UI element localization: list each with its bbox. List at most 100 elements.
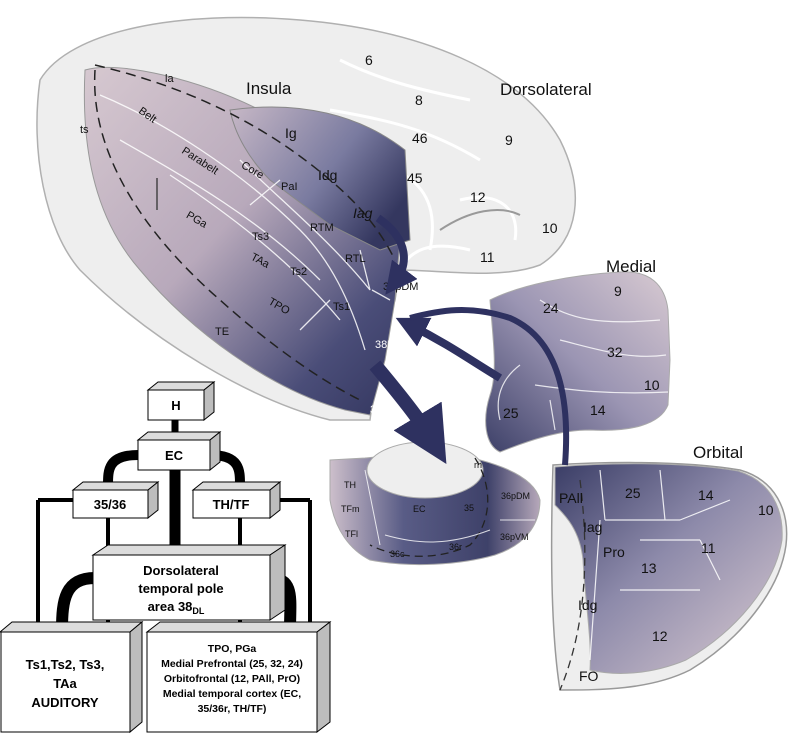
label-rtm: RTM xyxy=(310,222,334,234)
box-temporal-pole: Dorsolateral temporal pole area 38DL xyxy=(91,544,287,621)
arrow-orbital-to-pole xyxy=(409,307,570,466)
label-rtl: RTL xyxy=(345,253,366,265)
box-h-label: H xyxy=(171,398,180,413)
medial-temporal-boundaries xyxy=(364,469,535,546)
label-te: TE xyxy=(215,326,229,338)
medial-brain-view: Medial 9 24 32 10 25 14 xyxy=(485,257,671,453)
mt-label-36pvm: 36pVM xyxy=(500,532,529,542)
box-pole-line1: Dorsolateral xyxy=(143,563,219,578)
label-pai: PaI xyxy=(281,181,298,193)
label-36pdm-lateral: 36pDM xyxy=(383,281,418,293)
orbital-label-12: 12 xyxy=(652,628,668,644)
label-ts1: Ts1 xyxy=(333,301,350,313)
arrow-medial-to-pole xyxy=(395,317,503,382)
orbital-label-14: 14 xyxy=(698,487,714,503)
connection-arrows xyxy=(369,214,570,466)
label-area-9: 9 xyxy=(505,132,513,148)
superior-temporal-sulcus-dashed xyxy=(93,69,361,401)
box-pole-line3-main: area 38 xyxy=(148,599,193,614)
orbital-label-25: 25 xyxy=(625,485,641,501)
orbital-label-11: 11 xyxy=(701,540,716,556)
box-pole-line3-sub: DL xyxy=(192,606,204,616)
label-la: la xyxy=(165,73,174,85)
box-35-36-label: 35/36 xyxy=(94,497,127,512)
orbital-label-idg: Idg xyxy=(578,597,597,613)
orbital-region xyxy=(554,463,783,674)
label-iag: Iag xyxy=(353,205,373,221)
box-auditory-line2: TAa xyxy=(53,676,77,691)
mt-label-36r: 36r xyxy=(449,542,462,552)
box-35-36: 35/36 xyxy=(71,480,160,520)
medial-region xyxy=(485,271,671,453)
label-idg: Idg xyxy=(318,167,337,183)
medial-temporal-view: TH TFm TFl EC 35 rh 36pDM 36c 36r 36pVM xyxy=(329,441,541,566)
box-auditory-line1: Ts1,Ts2, Ts3, xyxy=(26,657,105,672)
lateral-brain-view: Insula Dorsolateral la ts Belt Parabelt … xyxy=(36,16,592,421)
arrow-pole-to-medial-temporal xyxy=(369,360,447,465)
box-cortical-line5: 35/36r, TH/TF) xyxy=(198,703,267,715)
lateral-sulcus-dashed xyxy=(94,64,396,261)
mt-label-36c: 36c xyxy=(390,549,405,559)
orbital-label-10: 10 xyxy=(758,502,774,518)
box-th-tf: TH/TF xyxy=(191,480,282,520)
medial-area-24: 24 xyxy=(543,300,559,316)
insula-title: Insula xyxy=(246,79,292,98)
orbital-label-pall: PAll xyxy=(559,490,583,506)
rhinal-sulcus-dashed xyxy=(369,457,489,557)
label-area-10: 10 xyxy=(542,220,558,236)
arrow-insula-to-pole xyxy=(375,214,418,295)
label-ig: Ig xyxy=(285,125,297,141)
box-ec: EC xyxy=(136,430,222,472)
orbital-brain-view: Orbital PAll 25 14 10 Iag Pro 11 13 Idg … xyxy=(550,443,788,691)
label-38vl: 38VL xyxy=(370,404,396,416)
label-ts3: Ts3 xyxy=(252,231,269,243)
mt-label-ec: EC xyxy=(413,504,426,514)
box-auditory-line3: AUDITORY xyxy=(31,695,99,710)
box-th-tf-label: TH/TF xyxy=(213,497,250,512)
box-ec-label: EC xyxy=(165,448,184,463)
orbital-label-fo: FO xyxy=(579,668,599,684)
box-cortical-line4: Medial temporal cortex (EC, xyxy=(163,688,301,700)
box-h: H xyxy=(146,380,216,422)
medial-area-9: 9 xyxy=(614,283,622,299)
label-area-12: 12 xyxy=(470,189,486,205)
orbital-title: Orbital xyxy=(693,443,743,462)
mt-label-tfm: TFm xyxy=(341,504,360,514)
box-pole-line3: area 38DL xyxy=(148,599,205,616)
label-area-45: 45 xyxy=(407,170,423,186)
box-cortical-connections: TPO, PGa Medial Prefrontal (25, 32, 24) … xyxy=(145,620,332,734)
label-area-11: 11 xyxy=(480,249,495,265)
medial-area-10: 10 xyxy=(644,377,660,393)
box-cortical-line2: Medial Prefrontal (25, 32, 24) xyxy=(161,658,303,670)
orbital-label-13: 13 xyxy=(641,560,657,576)
label-area-6: 6 xyxy=(365,52,373,68)
label-ts: ts xyxy=(80,124,89,136)
medial-boundaries xyxy=(497,299,669,431)
dorsolateral-title: Dorsolateral xyxy=(500,80,592,99)
box-cortical-line1: TPO, PGa xyxy=(208,643,257,655)
box-pole-line2: temporal pole xyxy=(138,581,223,596)
medial-title: Medial xyxy=(606,257,656,276)
mt-label-th: TH xyxy=(344,480,356,490)
label-area-8: 8 xyxy=(415,92,423,108)
box-auditory: Ts1,Ts2, Ts3, TAa AUDITORY xyxy=(0,620,144,734)
box-cortical-line3: Orbitofrontal (12, PAll, PrO) xyxy=(164,673,300,685)
mt-label-rh: rh xyxy=(474,460,482,470)
orbital-label-iag: Iag xyxy=(583,519,602,535)
frontal-sulcus-gray xyxy=(439,209,521,231)
label-38dl: 38DL xyxy=(375,339,401,351)
medial-area-25: 25 xyxy=(503,405,519,421)
medial-area-32: 32 xyxy=(607,344,623,360)
connectivity-schematic: H EC 35/36 TH/TF Dorsolateral xyxy=(0,380,332,734)
label-ts2: Ts2 xyxy=(290,266,307,278)
label-area-46: 46 xyxy=(412,130,428,146)
medial-area-14: 14 xyxy=(590,402,606,418)
schematic-connectors xyxy=(36,420,312,635)
orbital-boundaries xyxy=(589,469,731,661)
orbital-label-pro: Pro xyxy=(603,544,625,560)
mt-label-tfl: TFl xyxy=(345,529,358,539)
olfactory-dashed xyxy=(559,479,586,691)
medial-temporal-cap xyxy=(366,441,484,499)
mt-label-36pdm: 36pDM xyxy=(501,491,530,501)
